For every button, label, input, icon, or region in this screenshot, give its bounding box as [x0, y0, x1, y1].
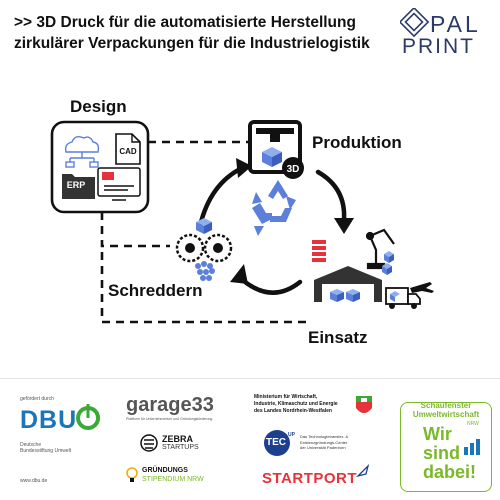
monitor-icon: [97, 167, 141, 201]
ministry-line3: des Landes Nordrhein-Westfalen: [254, 408, 332, 414]
dbu-url: www.dbu.de: [20, 478, 48, 484]
gripper-icon: [312, 240, 326, 262]
dbu-funded-by: gefördert durch: [20, 396, 54, 402]
airplane-icon: [410, 282, 434, 293]
design-shredder-connector: [100, 212, 170, 248]
robot-arm-icon: [365, 228, 395, 270]
tecup-circle-icon: [264, 430, 290, 456]
garage33-name: garage33: [126, 394, 214, 416]
palprint-diamond-icon: [400, 8, 430, 38]
tecup-desc3: der Universität Paderborn: [300, 445, 346, 450]
logo-pal-text: PAL: [430, 11, 481, 37]
page-title: >> 3D Druck für die automatisierte Herst…: [14, 12, 384, 54]
startport-name: STARTPORT: [262, 470, 358, 487]
nrw-crest-icon: [356, 396, 372, 413]
recycle-icon: [252, 180, 296, 236]
arrowhead-schreddern: [230, 264, 248, 284]
schaufenster-logo: Schaufenster Umweltwirtschaft NRW Wir si…: [400, 401, 492, 492]
tecup-name: TEC: [266, 437, 286, 448]
shredder-einsatz-connector: [100, 252, 310, 324]
tecup-desc1: Das Technologietransfer- &: [300, 434, 349, 439]
dbu-leaf-icon: [76, 404, 100, 430]
dbu-line1: Deutsche: [20, 442, 42, 448]
ministry-text: Ministerium für Wirtschaft, Industrie, K…: [254, 394, 338, 415]
zebra-icon: [140, 434, 158, 452]
garage33-tagline: Plattform für Unternehmertum und Gründun…: [126, 417, 213, 421]
conveyor-cube-icon: [384, 251, 394, 263]
produktion-label: Produktion: [312, 133, 402, 152]
bar-chart-icon: [464, 439, 480, 455]
warehouse-cubes: [330, 289, 360, 302]
tecup-desc2: Existenzgründungs-Center: [300, 439, 348, 445]
tecup-sup: UP: [288, 432, 295, 438]
shredder-icon: [175, 233, 233, 281]
erp-folder-icon: [62, 174, 95, 199]
footer-divider: [0, 378, 500, 379]
title-line-2: zirkulärer Verpackungen für die Industri…: [14, 35, 370, 52]
schreddern-label: Schreddern: [108, 281, 203, 300]
logo-print-text: PRINT: [402, 35, 475, 58]
cube-small-icon: [196, 218, 212, 234]
zebra-startups-logo: ZEBRA STARTUPS: [140, 432, 240, 458]
process-diagram: CAD ERP 3D: [50, 120, 434, 324]
slogan-line2: sind: [423, 443, 461, 463]
schaufenster-title: Schaufenster Umweltwirtschaft: [401, 401, 491, 419]
gruendung-line2: STIPENDIUM NRW: [142, 476, 204, 483]
printer-badge: 3D: [287, 164, 300, 175]
arrow-heads: [230, 158, 354, 284]
tecup-desc: Das Technologietransfer- & Existenzgründ…: [300, 434, 348, 451]
gruendungsstipendium-logo: GRÜNDUNGS STIPENDIUM NRW: [124, 466, 234, 488]
dbu-name: DBU: [20, 406, 78, 434]
dashed-connectors: [100, 140, 310, 324]
arrowhead-einsatz: [334, 218, 354, 234]
arrow-to-einsatz: [315, 169, 347, 223]
startport-arrow-icon: [356, 464, 370, 478]
ministry-line1: Ministerium für Wirtschaft,: [254, 394, 318, 400]
ministry-line2: Industrie, Klimaschutz und Energie: [254, 401, 338, 407]
zebra-name: ZEBRA: [162, 434, 193, 444]
dbu-logo: gefördert durch DBU Deutsche Bundesstift…: [20, 396, 110, 492]
slogan-line3: dabei!: [423, 462, 477, 482]
arrow-to-produktion: [197, 165, 245, 229]
schaufenster-slogan: Wir sind dabei!: [423, 425, 483, 483]
truck-icon: [385, 287, 421, 309]
ministry-nrw-logo: Ministerium für Wirtschaft, Industrie, K…: [254, 394, 376, 428]
gruendung-line1: GRÜNDUNGS: [142, 467, 188, 474]
zebra-sub: STARTUPS: [162, 444, 199, 451]
dbu-line2: Bundesstiftung Umwelt: [20, 448, 72, 454]
arrow-to-schreddern: [235, 273, 303, 295]
design-label: Design: [70, 97, 127, 116]
schaufenster-line2: Umweltwirtschaft: [412, 410, 480, 419]
package-icon: [382, 263, 392, 275]
startport-logo: STARTPORT: [262, 464, 386, 490]
lightbulb-icon: [126, 467, 138, 482]
tecup-logo: TEC UP Das Technologietransfer- & Existe…: [262, 428, 382, 458]
erp-label: ERP: [67, 180, 86, 190]
palprint-logo: PAL PRINT: [400, 8, 492, 62]
einsatz-label: Einsatz: [308, 328, 368, 347]
warehouse-icon: [314, 266, 382, 302]
3d-printer-icon: [248, 120, 304, 179]
cad-label: CAD: [119, 147, 137, 156]
cycle-arrows: [197, 165, 347, 295]
cloud-network-icon: [64, 135, 100, 168]
arrowhead-produktion: [236, 158, 252, 178]
title-line-1: >> 3D Druck für die automatisierte Herst…: [14, 14, 356, 31]
schaufenster-region: NRW: [467, 421, 479, 427]
schaufenster-line1: Schaufenster: [420, 401, 472, 410]
cad-file-icon: [115, 133, 141, 165]
garage33-logo: garage33 Plattform für Unternehmertum un…: [126, 394, 236, 421]
slogan-line1: Wir: [423, 424, 452, 444]
